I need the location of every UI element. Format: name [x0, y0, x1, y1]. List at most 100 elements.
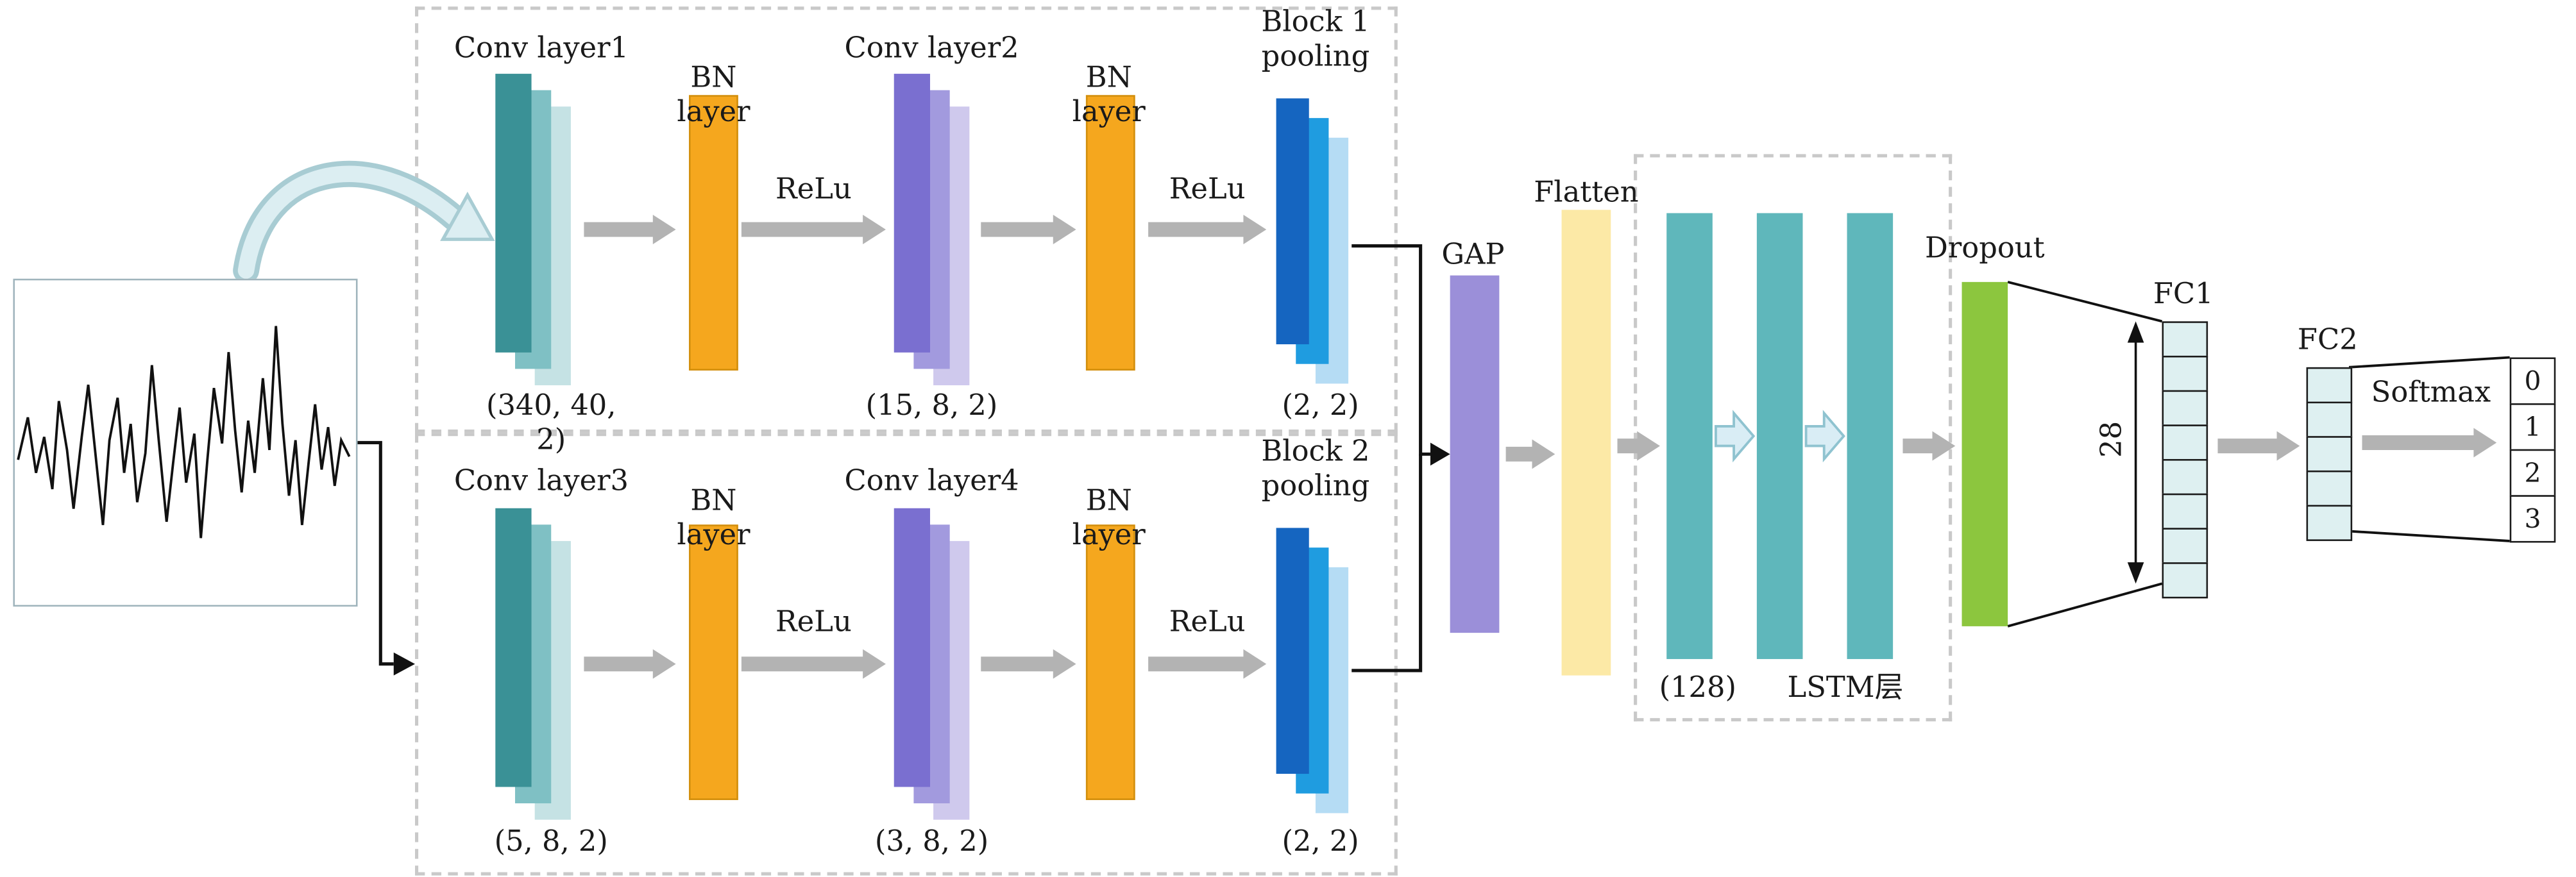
input-curved-arrow — [237, 165, 463, 279]
output-class-1: 1 — [2509, 403, 2556, 451]
arrow-flatten-lstm — [1617, 431, 1660, 461]
output-column: 0 1 2 3 — [2509, 357, 2556, 543]
waveform-polyline — [17, 326, 351, 539]
input-signal-box — [13, 278, 358, 607]
conv-layer4-dark — [894, 508, 930, 787]
conv-layer3-shape: (5, 8, 2) — [494, 826, 608, 860]
fc1-cell — [2162, 459, 2208, 496]
fc1-dim-arrowhead-bottom — [2127, 562, 2144, 584]
conv-layer3-dark — [495, 508, 532, 787]
conv-layer2-label: Conv layer2 — [844, 33, 1019, 66]
bn-layer4 — [1085, 524, 1135, 800]
block1-pooling-dark — [1276, 98, 1309, 345]
fc1-cell — [2162, 493, 2208, 530]
fc2-label: FC2 — [2297, 324, 2358, 358]
flatten-layer — [1561, 210, 1611, 676]
flatten-label: Flatten — [1534, 177, 1639, 210]
block2-pooling-shape: (2, 2) — [1282, 826, 1359, 860]
conv-layer2-shape: (15, 8, 2) — [865, 390, 998, 423]
fc2-cell — [2306, 470, 2353, 507]
bn-layer1 — [689, 95, 738, 371]
lstm-layer-label: LSTM层 — [1787, 672, 1904, 705]
arrow-relu2 — [1148, 215, 1267, 245]
fc1-dim-arrowhead-top — [2127, 321, 2144, 343]
bn-layer1-label: BN layer — [677, 62, 750, 129]
arrow-relu3 — [741, 649, 886, 679]
output-class-2: 2 — [2509, 449, 2556, 497]
arrow-conv2-bn2 — [981, 215, 1076, 245]
conv-layer2-dark — [894, 74, 930, 353]
input-signal-waveform — [17, 326, 351, 539]
relu1-label: ReLu — [775, 174, 852, 207]
fc1-cell — [2162, 424, 2208, 461]
dropout-layer — [1962, 281, 2008, 626]
block2-container — [414, 433, 1398, 876]
bn-layer3-label: BN layer — [677, 485, 750, 552]
fc1-cell — [2162, 390, 2208, 426]
fc1-dim-label: 28 — [2096, 421, 2130, 458]
conv-layer1-label: Conv layer1 — [453, 33, 629, 66]
fc2-cell — [2306, 401, 2353, 438]
block2-pooling-dark — [1276, 528, 1309, 774]
conv-layer1-dark — [495, 74, 532, 353]
fc2-cell — [2306, 505, 2353, 541]
gap-layer — [1450, 275, 1500, 633]
fc2-output-top-line — [2348, 356, 2510, 369]
conv-layer3-label: Conv layer3 — [453, 465, 629, 499]
arrow-fc1-fc2 — [2217, 431, 2300, 461]
input-to-block2-line — [357, 440, 394, 666]
lstm-bar-2 — [1756, 213, 1803, 660]
input-to-block2-arrowhead — [393, 652, 415, 676]
fc1-cell — [2162, 528, 2208, 564]
block1-out-line — [1352, 244, 1430, 456]
gap-label: GAP — [1441, 239, 1505, 272]
bn-layer2-label: BN layer — [1072, 62, 1146, 129]
fc1-cell — [2162, 355, 2208, 392]
block1-pooling-shape: (2, 2) — [1282, 390, 1359, 423]
dropout-fc1-bottom-line — [2007, 582, 2163, 628]
conv-layer1-shape: (340, 40, 2) — [486, 390, 616, 457]
dropout-label: Dropout — [1924, 233, 2045, 266]
fc1-cell — [2162, 321, 2208, 358]
relu4-label: ReLu — [1169, 606, 1246, 640]
output-class-3: 3 — [2509, 495, 2556, 543]
block1-container — [414, 6, 1398, 433]
bn-layer3 — [689, 524, 738, 800]
lstm-bar-3 — [1847, 213, 1894, 660]
block1-pooling-label: Block 1 pooling — [1261, 6, 1370, 74]
dropout-fc1-top-line — [2007, 280, 2162, 323]
bn-layer2 — [1085, 95, 1135, 371]
arrow-lstm-dropout — [1902, 431, 1956, 461]
fc2-output-bottom-line — [2348, 530, 2510, 542]
fc2-cell — [2306, 367, 2353, 404]
block2-out-line — [1352, 454, 1423, 672]
arrow-gap-flatten — [1505, 439, 1555, 469]
arrow-relu1 — [741, 215, 886, 245]
arrow-conv1-bn1 — [584, 215, 676, 245]
input-curved-arrowhead — [440, 192, 495, 241]
lstm-bar-1 — [1666, 213, 1713, 660]
arrow-relu4 — [1148, 649, 1267, 679]
arrow-conv4-bn4 — [981, 649, 1076, 679]
output-class-0: 0 — [2509, 357, 2556, 405]
fc1-label: FC1 — [2153, 278, 2214, 312]
arrow-softmax — [2362, 428, 2497, 458]
bn-layer4-label: BN layer — [1072, 485, 1146, 552]
conv-layer4-shape: (3, 8, 2) — [874, 826, 989, 860]
conv-layer4-label: Conv layer4 — [844, 465, 1019, 499]
lstm-units-label: (128) — [1659, 672, 1736, 705]
relu3-label: ReLu — [775, 606, 852, 640]
fc2-column — [2306, 367, 2353, 541]
fc1-cell — [2162, 562, 2208, 599]
fc1-column — [2162, 321, 2208, 599]
softmax-label: Softmax — [2371, 377, 2491, 410]
fc2-cell — [2306, 436, 2353, 472]
arrow-conv3-bn3 — [584, 649, 676, 679]
lstm-container — [1634, 154, 1953, 722]
lstm-step-arrow-2 — [1804, 410, 1845, 463]
lstm-step-arrow-1 — [1715, 410, 1756, 463]
merge-arrowhead — [1430, 442, 1450, 466]
